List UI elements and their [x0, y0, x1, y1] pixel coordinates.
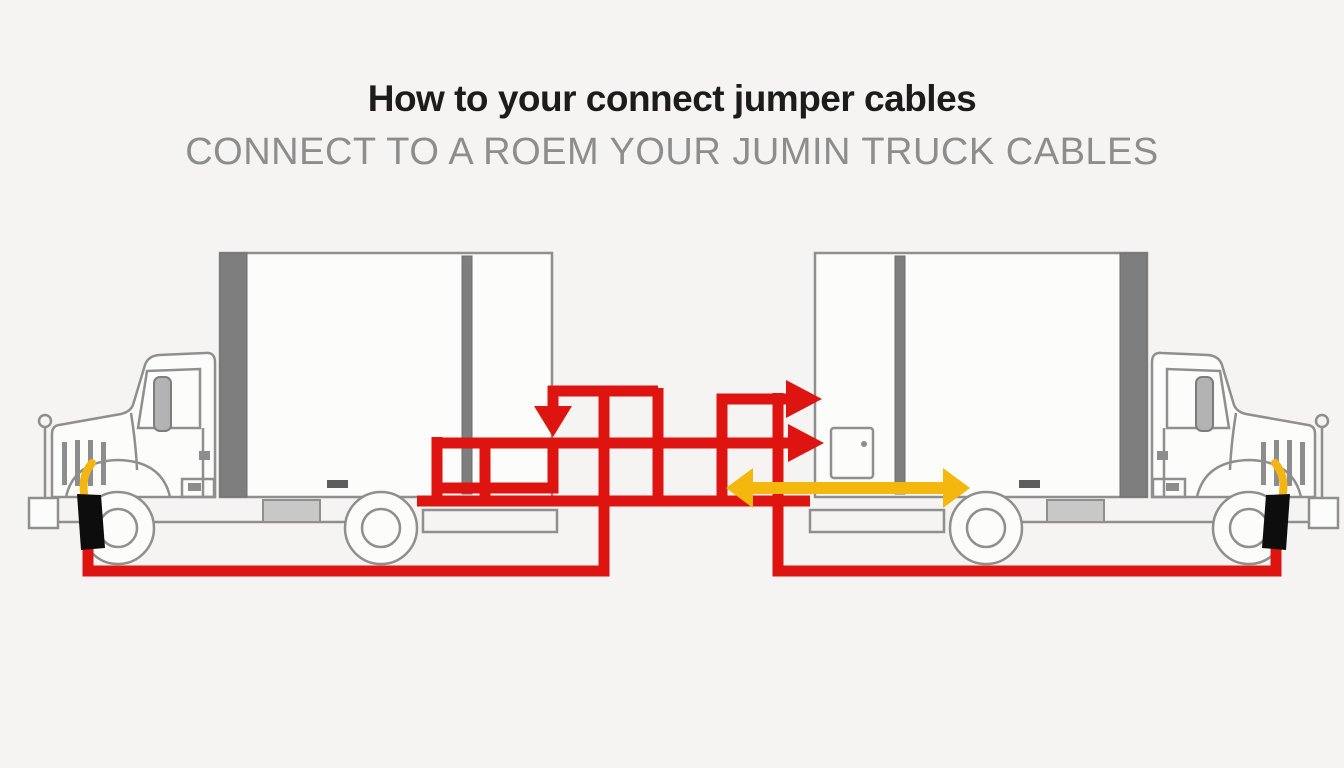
double-headed-flow-arrow-icon	[943, 468, 970, 508]
left-truck-fuel-tank	[262, 499, 321, 523]
diagram-subtitle: CONNECT TO A ROEM YOUR JUMIN TRUCK CABLE…	[185, 131, 1159, 173]
right-truck-box-body	[813, 251, 1149, 499]
cable-arrow-right-icon	[786, 380, 822, 418]
right-truck-step	[1151, 477, 1187, 499]
right-truck-box-stripe-front	[1119, 252, 1148, 498]
right-truck-access-panel-dot	[861, 441, 867, 447]
battery-clamp-icon	[1262, 494, 1290, 550]
left-truck-rear-bed	[421, 508, 559, 534]
left-truck-step-pad	[188, 483, 201, 491]
left-truck	[27, 251, 559, 566]
left-truck-front-fender	[64, 458, 172, 498]
right-truck-hood-line	[1228, 412, 1238, 471]
right-truck-door-handle	[1157, 451, 1168, 460]
double-headed-flow-arrow-icon	[726, 468, 753, 508]
left-truck-mirror	[153, 376, 172, 432]
right-truck-front-fender	[1195, 458, 1303, 498]
diagram-title: How to your connect jumper cables	[367, 78, 977, 119]
right-truck-rear-wheel	[948, 490, 1024, 566]
right-truck	[808, 251, 1340, 566]
right-truck-antenna-ball	[1314, 413, 1330, 429]
right-truck-access-panel	[829, 426, 875, 480]
left-truck-box-stripe-front	[219, 252, 248, 498]
left-truck-box-body	[218, 251, 554, 499]
battery-clamp-icon	[77, 494, 105, 550]
cable-arrow-down-icon	[534, 406, 572, 437]
right-truck-rear-bed	[808, 508, 946, 534]
cable-arrow-right-icon	[788, 424, 824, 462]
left-truck-box-stripe-rear	[461, 255, 473, 495]
left-truck-bumper	[27, 496, 60, 530]
right-truck-step-pad	[1166, 483, 1179, 491]
cable-left-battery-run	[82, 386, 610, 577]
current-flow-arrow	[726, 468, 970, 508]
cable-upper-right-run	[716, 393, 786, 501]
left-truck-step	[180, 477, 216, 499]
cable-short-loop	[437, 443, 559, 494]
right-truck-box-latch	[1019, 480, 1040, 488]
left-truck-door-handle	[199, 451, 210, 460]
right-truck-mirror	[1195, 376, 1214, 432]
left-truck-box-latch	[327, 480, 348, 488]
left-truck-hood-line	[129, 412, 139, 471]
right-truck-box-stripe-rear	[894, 255, 906, 495]
right-truck-fuel-tank	[1046, 499, 1105, 523]
left-truck-antenna-ball	[37, 413, 53, 429]
right-truck-bumper	[1307, 496, 1340, 530]
left-truck-rear-wheel	[343, 490, 419, 566]
